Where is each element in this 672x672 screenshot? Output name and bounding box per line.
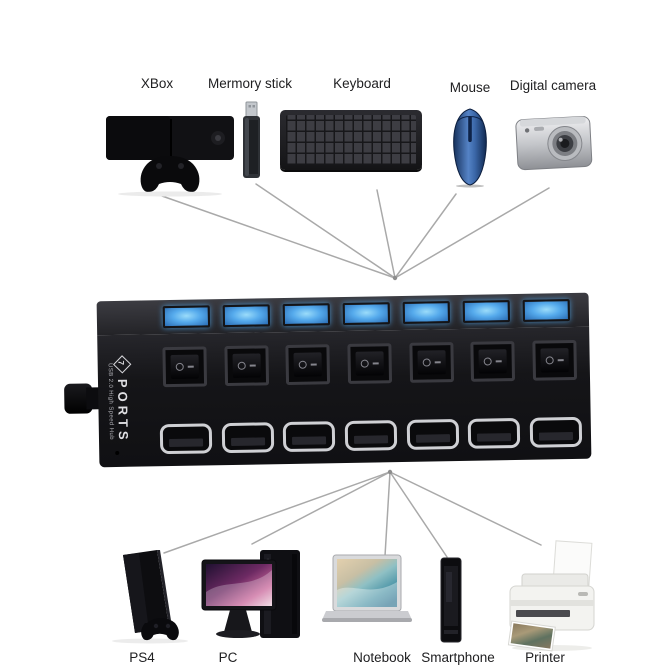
usb-port	[344, 420, 398, 451]
keyboard-label: Keyboard	[333, 76, 391, 91]
printer-label: Printer	[525, 650, 565, 665]
hub-subtitle: USB 2.0 High Speed Hub	[106, 362, 115, 440]
power-switch	[409, 342, 454, 383]
usb-hub-image: USB 2.0 High Speed Hub 7PORTS	[64, 292, 592, 468]
switch-off-icon	[545, 356, 554, 365]
smartphone-image	[438, 556, 464, 651]
mouse-label: Mouse	[449, 80, 491, 95]
hub-ports-area	[153, 327, 587, 467]
port-column	[277, 331, 341, 464]
smartphone-label: Smartphone	[421, 650, 495, 665]
switch-off-icon	[298, 360, 308, 369]
screw-hole	[115, 450, 120, 456]
notebook-label: Notebook	[353, 650, 411, 665]
switch-on-icon	[434, 361, 441, 364]
hub-brand: 7PORTS	[113, 355, 132, 444]
led-indicator	[342, 302, 391, 326]
printer-image	[502, 540, 602, 657]
ps4-label: PS4	[129, 650, 155, 665]
ports-count-diamond: 7	[113, 355, 132, 374]
power-switch	[470, 341, 516, 382]
switch-on-icon	[311, 363, 318, 366]
pc-label: PC	[218, 650, 238, 665]
switch-on-icon	[187, 365, 194, 368]
ps4-console-image	[105, 545, 190, 652]
led-indicator	[522, 299, 571, 322]
power-switch	[223, 345, 269, 387]
memory-stick-label: Mermory stick	[208, 76, 292, 91]
switch-on-icon	[557, 359, 564, 362]
hub-front-face: USB 2.0 High Speed Hub 7PORTS	[97, 326, 592, 468]
hub-branding: USB 2.0 High Speed Hub 7PORTS	[106, 341, 132, 461]
switch-off-icon	[175, 362, 184, 371]
pc-image	[200, 548, 305, 655]
digital-camera-label: Digital camera	[509, 78, 597, 93]
port-column	[400, 329, 464, 462]
switch-off-icon	[237, 361, 246, 370]
switch-on-icon	[372, 362, 379, 365]
switch-off-icon	[422, 358, 431, 367]
port-column	[215, 332, 279, 465]
switch-on-icon	[249, 364, 256, 367]
port-column	[523, 327, 587, 460]
usb-port	[529, 416, 583, 448]
power-switch	[285, 344, 331, 386]
memory-stick-image	[236, 100, 266, 190]
switch-off-icon	[360, 359, 369, 368]
xbox-console-image	[100, 106, 240, 203]
led-indicator	[402, 301, 451, 324]
usb-port	[221, 422, 274, 454]
led-indicator	[282, 303, 331, 327]
led-indicator	[462, 300, 511, 323]
power-switch	[532, 339, 578, 381]
port-column	[338, 330, 402, 463]
digital-camera-image	[513, 110, 597, 183]
mouse-image	[445, 106, 495, 193]
led-indicator	[222, 304, 271, 328]
power-switch	[162, 346, 207, 388]
port-column	[153, 333, 217, 466]
notebook-image	[322, 552, 412, 652]
switch-on-icon	[496, 360, 503, 363]
switch-off-icon	[484, 357, 493, 366]
power-switch	[347, 343, 393, 384]
usb-port	[283, 421, 336, 453]
usb-port	[406, 419, 459, 450]
keyboard-image	[280, 110, 422, 170]
usb-port	[468, 417, 521, 449]
xbox-label: XBox	[140, 76, 174, 91]
led-indicator	[162, 305, 211, 329]
usb-port	[159, 423, 213, 455]
port-column	[462, 328, 526, 461]
